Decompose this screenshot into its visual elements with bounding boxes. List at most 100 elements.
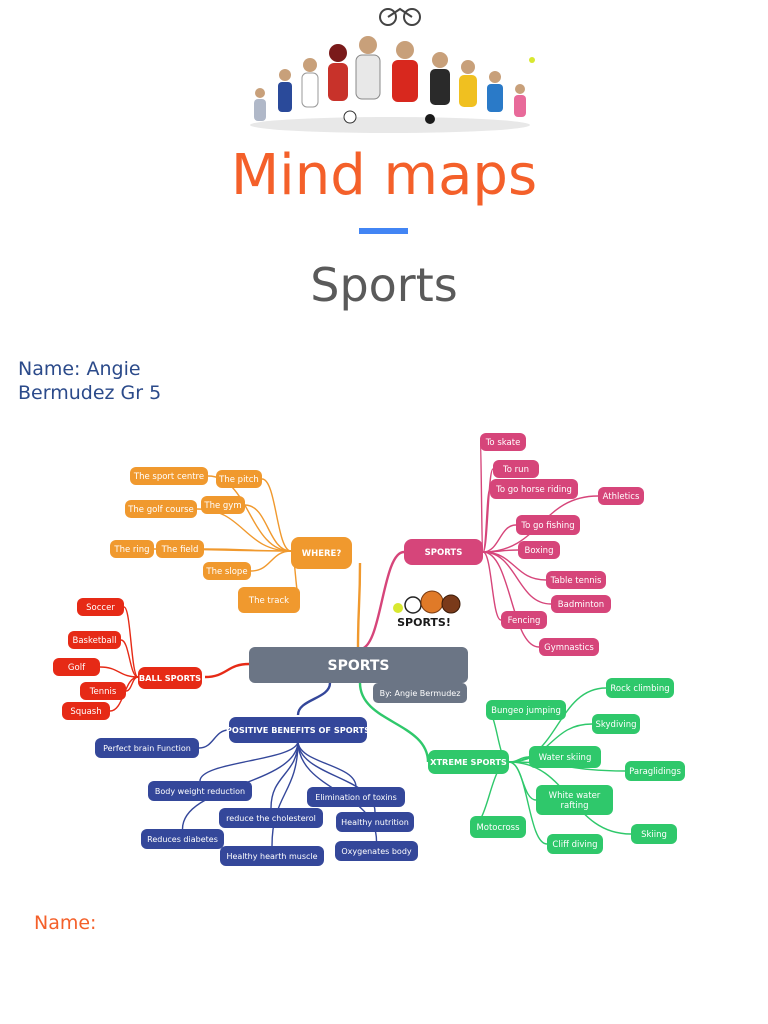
xtreme-item-skydiving: Skydiving	[592, 714, 640, 734]
where-item-the-field-label: The field	[161, 545, 199, 555]
connector-line	[204, 662, 250, 679]
connector-line	[358, 682, 430, 763]
where-item-the-pitch: The pitch	[216, 470, 262, 488]
benefit-item-reduce-the-cholesterol: reduce the cholesterol	[219, 808, 323, 828]
sports-item-to-go-horse-riding-label: To go horse riding	[495, 485, 572, 495]
connector-line	[271, 740, 299, 847]
ball-item-tennis-label: Tennis	[89, 687, 117, 697]
where-item-the-golf-course-label: The golf course	[127, 505, 194, 515]
sports-item-badminton: Badminton	[551, 595, 611, 613]
xtreme-sports-node: XTREME SPORTS	[428, 750, 509, 774]
xtreme-item-motocross: Motocross	[470, 816, 526, 838]
where-item-the-slope-label: The slope	[205, 567, 247, 577]
xtreme-item-white-water-rafting-label: rafting	[560, 801, 588, 811]
ball-sports-node-label: BALL SPORTS	[139, 673, 201, 683]
sports-item-table-tennis-label: Table tennis	[550, 576, 602, 586]
connector-line	[120, 639, 139, 678]
benefit-item-perfect-brain-function: Perfect brain Function	[95, 738, 199, 758]
sports-item-gymnastics: Gymnastics	[539, 638, 599, 656]
connector-line	[99, 666, 139, 678]
connector-line	[482, 488, 491, 553]
student-name-line-1: Name: Angie	[18, 358, 141, 380]
benefit-item-healthy-hearth-muscle-label: Healthy hearth muscle	[226, 852, 317, 861]
connector-line	[203, 548, 292, 552]
benefit-item-reduce-the-cholesterol-label: reduce the cholesterol	[226, 814, 316, 823]
connector-line	[296, 682, 332, 716]
title-accent-bar	[359, 228, 408, 234]
xtreme-item-water-skiing-label: Water skiing	[539, 753, 592, 763]
where-item-the-slope: The slope	[203, 562, 251, 580]
xtreme-item-paraglidings: Paraglidings	[625, 761, 685, 781]
ball-item-squash: Squash	[62, 702, 110, 720]
xtreme-item-rock-climbing-label: Rock climbing	[610, 684, 669, 694]
where-node: WHERE?	[291, 537, 352, 569]
xtreme-item-white-water-rafting-label: White water	[549, 791, 601, 801]
where-item-the-pitch-label: The pitch	[218, 475, 259, 485]
ball-item-golf: Golf	[53, 658, 100, 676]
where-node-label: WHERE?	[302, 549, 342, 559]
connector-line	[479, 441, 484, 553]
connector-line	[482, 524, 517, 553]
xtreme-item-paraglidings-label: Paraglidings	[629, 767, 681, 777]
where-item-the-track-label: The track	[248, 596, 289, 606]
student-name-line-2: Bermudez Gr 5	[18, 382, 162, 404]
connector-line	[123, 606, 139, 678]
xtreme-sports-node-label: XTREME SPORTS	[430, 757, 507, 767]
benefit-item-healthy-nutrition: Healthy nutrition	[336, 812, 414, 832]
connector-line	[297, 740, 357, 788]
sports-item-to-skate-label: To skate	[485, 438, 521, 448]
where-item-the-ring-label: The ring	[113, 545, 149, 555]
where-item-the-gym: The gym	[201, 496, 245, 514]
sports-item-boxing-label: Boxing	[525, 546, 554, 556]
benefit-item-reduces-diabetes-label: Reduces diabetes	[147, 835, 218, 844]
xtreme-item-cliff-diving: Cliff diving	[547, 834, 603, 854]
xtreme-item-bungeo-jumping-label: Bungeo jumping	[491, 706, 561, 716]
sports-item-fencing-label: Fencing	[508, 616, 541, 626]
center-topic-node-label: SPORTS	[327, 658, 389, 674]
xtreme-item-bungeo-jumping: Bungeo jumping	[486, 700, 566, 720]
connector-line	[482, 551, 540, 648]
connector-line	[482, 551, 552, 605]
connector-line	[359, 550, 405, 651]
ball-item-golf-label: Golf	[68, 663, 86, 673]
benefit-item-oxygenates-body-label: Oxygenates body	[341, 847, 412, 856]
connector-line	[250, 550, 292, 572]
where-item-the-field: The field	[156, 540, 204, 558]
page-title: Mind maps	[230, 143, 538, 208]
sports-item-fencing: Fencing	[501, 611, 547, 629]
connector-line	[261, 478, 292, 552]
center-topic-node: SPORTS	[249, 647, 468, 683]
connector-line	[508, 723, 593, 763]
connector-line	[199, 740, 299, 782]
connector-line	[482, 551, 502, 621]
benefit-item-body-weight-reduction: Body weight reduction	[148, 781, 252, 801]
ball-item-basketball: Basketball	[68, 631, 121, 649]
connector-line	[244, 504, 292, 552]
xtreme-item-skiing-label: Skiing	[641, 830, 667, 840]
sports-item-badminton-label: Badminton	[558, 600, 604, 610]
footer-name-label: Name:	[34, 912, 97, 934]
sports-item-to-run: To run	[493, 460, 539, 478]
ball-item-soccer: Soccer	[77, 598, 124, 616]
page-subtitle: Sports	[310, 258, 458, 312]
xtreme-item-water-skiing: Water skiing	[529, 746, 601, 768]
author-byline: By: Angie Bermudez	[373, 683, 467, 703]
benefit-item-body-weight-reduction-label: Body weight reduction	[155, 787, 245, 796]
benefit-item-perfect-brain-function-label: Perfect brain Function	[103, 744, 191, 753]
sports-item-to-skate: To skate	[480, 433, 526, 451]
benefit-item-elimination-of-toxins-label: Elimination of toxins	[315, 793, 397, 802]
sports-item-athletics: Athletics	[598, 487, 644, 505]
ball-sports-node: BALL SPORTS	[138, 667, 202, 689]
connector-line	[198, 729, 230, 749]
sports-item-to-go-fishing-label: To go fishing	[520, 521, 574, 531]
xtreme-item-skydiving-label: Skydiving	[596, 720, 637, 730]
connector-line	[356, 562, 362, 650]
sports-item-to-go-horse-riding: To go horse riding	[490, 479, 578, 499]
where-item-the-track: The track	[238, 587, 300, 613]
ball-item-soccer-label: Soccer	[86, 603, 115, 613]
sports-balls-sticker: SPORTS!	[393, 590, 461, 629]
sports-node-label: SPORTS	[425, 548, 463, 558]
